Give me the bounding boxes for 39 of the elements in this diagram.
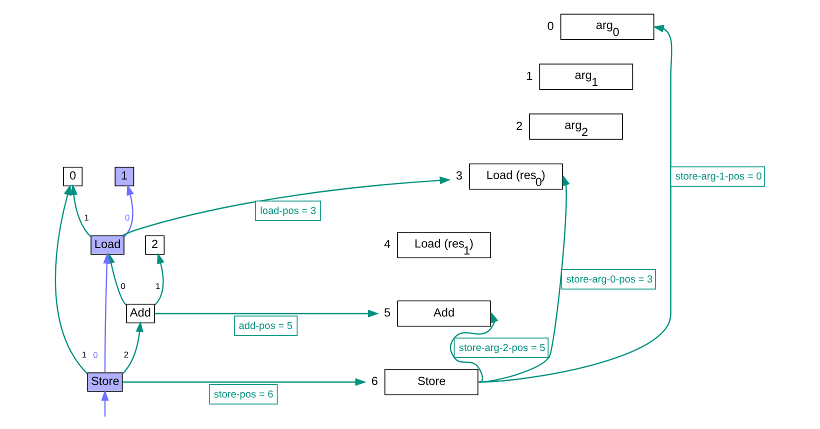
arrow bbox=[122, 378, 366, 386]
node-label: 3 bbox=[456, 168, 463, 183]
edge-label: 0 bbox=[125, 212, 130, 222]
edge-label: store-pos = 6 bbox=[214, 389, 274, 400]
node-box: 2 bbox=[145, 235, 165, 255]
node-box: 1 bbox=[114, 166, 134, 186]
arrow bbox=[154, 310, 380, 318]
arrow bbox=[154, 252, 164, 306]
edge-label: load-pos = 3 bbox=[260, 206, 316, 217]
node-box: 0 bbox=[63, 166, 83, 186]
edge-label: 1 bbox=[156, 280, 160, 291]
node-label: 2 bbox=[516, 118, 523, 133]
edge-label: 2 bbox=[124, 350, 129, 360]
edge-label: add-pos = 5 bbox=[238, 320, 293, 332]
node-label: 0 bbox=[547, 19, 554, 33]
edge-label: store-arg-1-pos = 0 bbox=[675, 172, 762, 183]
arrow bbox=[124, 184, 134, 238]
arrow bbox=[122, 176, 451, 236]
node-label: 6 bbox=[371, 374, 378, 388]
edge-label: 1 bbox=[84, 212, 90, 222]
edge-label: 1 bbox=[82, 349, 87, 360]
arrow bbox=[101, 390, 109, 417]
node-label: 4 bbox=[384, 237, 391, 252]
arrow bbox=[478, 174, 570, 383]
arrow bbox=[450, 312, 498, 383]
edge-label: store-arg-2-pos = 5 bbox=[458, 342, 546, 354]
arrow bbox=[54, 184, 88, 374]
edge-label: 0 bbox=[93, 350, 98, 360]
node-box: Store bbox=[87, 372, 123, 392]
arrow bbox=[122, 321, 144, 374]
edge-label: store-arg-0-pos = 3 bbox=[566, 274, 653, 286]
arrow bbox=[70, 184, 92, 238]
node-label: 5 bbox=[384, 306, 391, 320]
node-box: Add bbox=[126, 304, 155, 324]
arrow bbox=[478, 24, 672, 383]
edge-label: 0 bbox=[120, 280, 126, 291]
node-label: 1 bbox=[526, 68, 533, 83]
node-box: Load bbox=[90, 235, 124, 255]
arrow bbox=[103, 252, 111, 372]
